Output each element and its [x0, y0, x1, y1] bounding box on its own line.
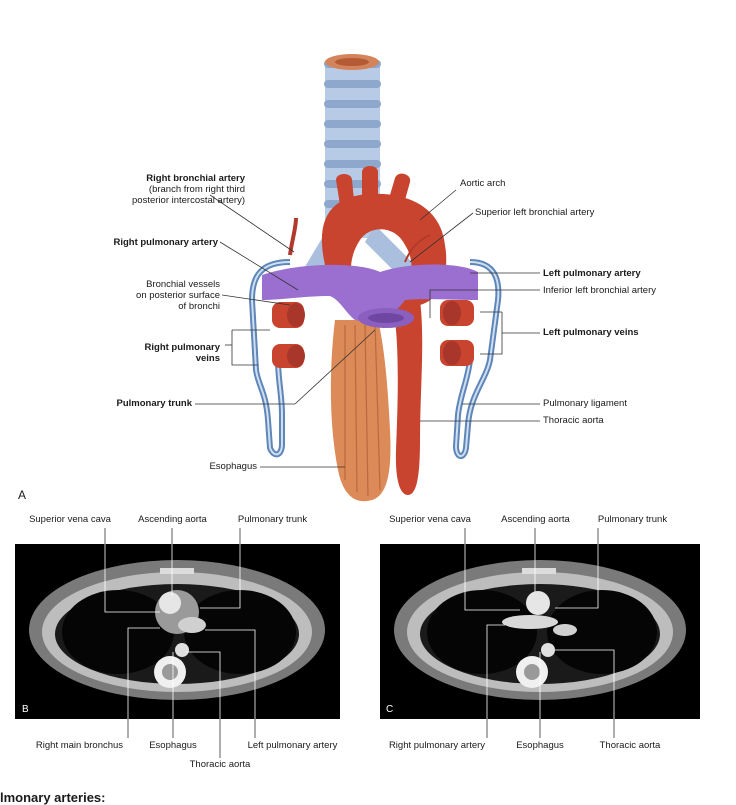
- label-bronchial-vessels-1: Bronchial vessels: [146, 279, 220, 290]
- label-aortic-arch: Aortic arch: [460, 178, 506, 189]
- panel-label-c: C: [386, 704, 394, 715]
- ct-image-c: [380, 544, 700, 719]
- label-right-pulmonary-veins-1: Right pulmonary: [144, 342, 220, 353]
- label-bronchial-vessels-2: on posterior surface: [136, 290, 220, 301]
- label-left-pulmonary-veins: Left pulmonary veins: [543, 327, 639, 338]
- panel-label-b: B: [22, 704, 29, 715]
- ct-c-label-superior-vena-cava: Superior vena cava: [389, 514, 471, 525]
- left-pulmonary-veins: [440, 300, 474, 366]
- label-pulmonary-ligament: Pulmonary ligament: [543, 398, 627, 409]
- superior-left-bronchial-artery-vessel: [404, 234, 431, 263]
- label-pulmonary-trunk: Pulmonary trunk: [116, 398, 193, 409]
- footer-heading-fragment: lmonary arteries:: [0, 790, 106, 805]
- label-right-pulmonary-artery: Right pulmonary artery: [113, 237, 218, 248]
- ct-b-label-superior-vena-cava: Superior vena cava: [29, 514, 111, 525]
- label-esophagus: Esophagus: [209, 461, 257, 472]
- leader-lines: [195, 189, 540, 468]
- ct-c-label-esophagus: Esophagus: [516, 740, 564, 751]
- ct-b-label-left-pulmonary-artery: Left pulmonary artery: [247, 740, 338, 751]
- right-pleura-inner: [250, 261, 291, 456]
- label-bronchial-vessels-3: of bronchi: [178, 301, 220, 312]
- ct-c-leaders: [464, 530, 615, 735]
- panel-label-a: A: [18, 488, 27, 502]
- left-pleura-inner: [454, 261, 500, 457]
- ct-image-b: [15, 544, 340, 719]
- label-left-pulmonary-artery: Left pulmonary artery: [543, 268, 641, 279]
- label-thoracic-aorta: Thoracic aorta: [543, 415, 604, 426]
- ct-c-label-right-pulmonary-artery: Right pulmonary artery: [388, 740, 486, 751]
- label-right-pulmonary-veins-2: veins: [195, 353, 220, 364]
- ct-c-label-thoracic-aorta: Thoracic aorta: [599, 740, 661, 751]
- ct-b-label-ascending-aorta: Ascending aorta: [138, 514, 207, 525]
- label-superior-left-bronchial-artery: Superior left bronchial artery: [475, 207, 595, 218]
- ct-c-label-ascending-aorta: Ascending aorta: [501, 514, 570, 525]
- right-pulmonary-veins: [272, 302, 305, 368]
- ct-b-label-thoracic-aorta: Thoracic aorta: [189, 759, 251, 770]
- thoracic-aorta: [392, 300, 423, 495]
- ct-b-label-right-main-bronchus: Right main bronchus: [35, 740, 124, 751]
- ct-c-label-pulmonary-trunk: Pulmonary trunk: [597, 514, 668, 525]
- right-bronchial-artery-vessel: [288, 217, 298, 256]
- trachea: [300, 54, 420, 285]
- ct-b-label-esophagus: Esophagus: [149, 740, 197, 751]
- label-right-bronchial-artery: Right bronchial artery: [146, 173, 245, 184]
- label-right-bronchial-artery-note-2: posterior intercostal artery): [132, 195, 245, 206]
- label-inferior-left-bronchial-artery: Inferior left bronchial artery: [543, 285, 656, 296]
- pulmonary-arteries: [262, 264, 478, 328]
- label-right-bronchial-artery-note-1: (branch from right third: [148, 184, 245, 195]
- esophagus: [330, 320, 391, 502]
- ct-b-label-pulmonary-trunk: Pulmonary trunk: [237, 514, 308, 525]
